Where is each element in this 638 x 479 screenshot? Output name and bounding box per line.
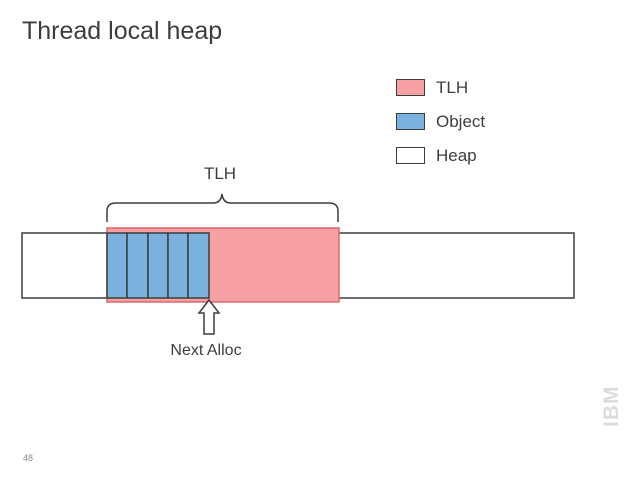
object-block: [187, 232, 210, 299]
object-block: [126, 232, 149, 299]
legend-swatch-heap: [396, 147, 425, 164]
legend-label-object: Object: [436, 112, 486, 131]
page-title: Thread local heap: [22, 17, 223, 45]
ibm-logo: IBM: [600, 386, 623, 428]
next-alloc-arrow: [197, 298, 221, 335]
object-block: [147, 232, 169, 299]
legend-label-tlh: TLH: [436, 78, 469, 97]
object-block: [106, 232, 128, 299]
object-block: [167, 232, 189, 299]
tlh-brace: [106, 193, 339, 222]
legend-label-heap: Heap: [436, 146, 477, 165]
svg-text:IBM: IBM: [600, 386, 623, 428]
legend-swatch-object: [396, 113, 425, 130]
page-number: 48: [23, 453, 34, 463]
next-alloc-label: Next Alloc: [170, 342, 241, 359]
tlh-brace-label: TLH: [204, 164, 236, 183]
legend-swatch-tlh: [396, 79, 425, 96]
